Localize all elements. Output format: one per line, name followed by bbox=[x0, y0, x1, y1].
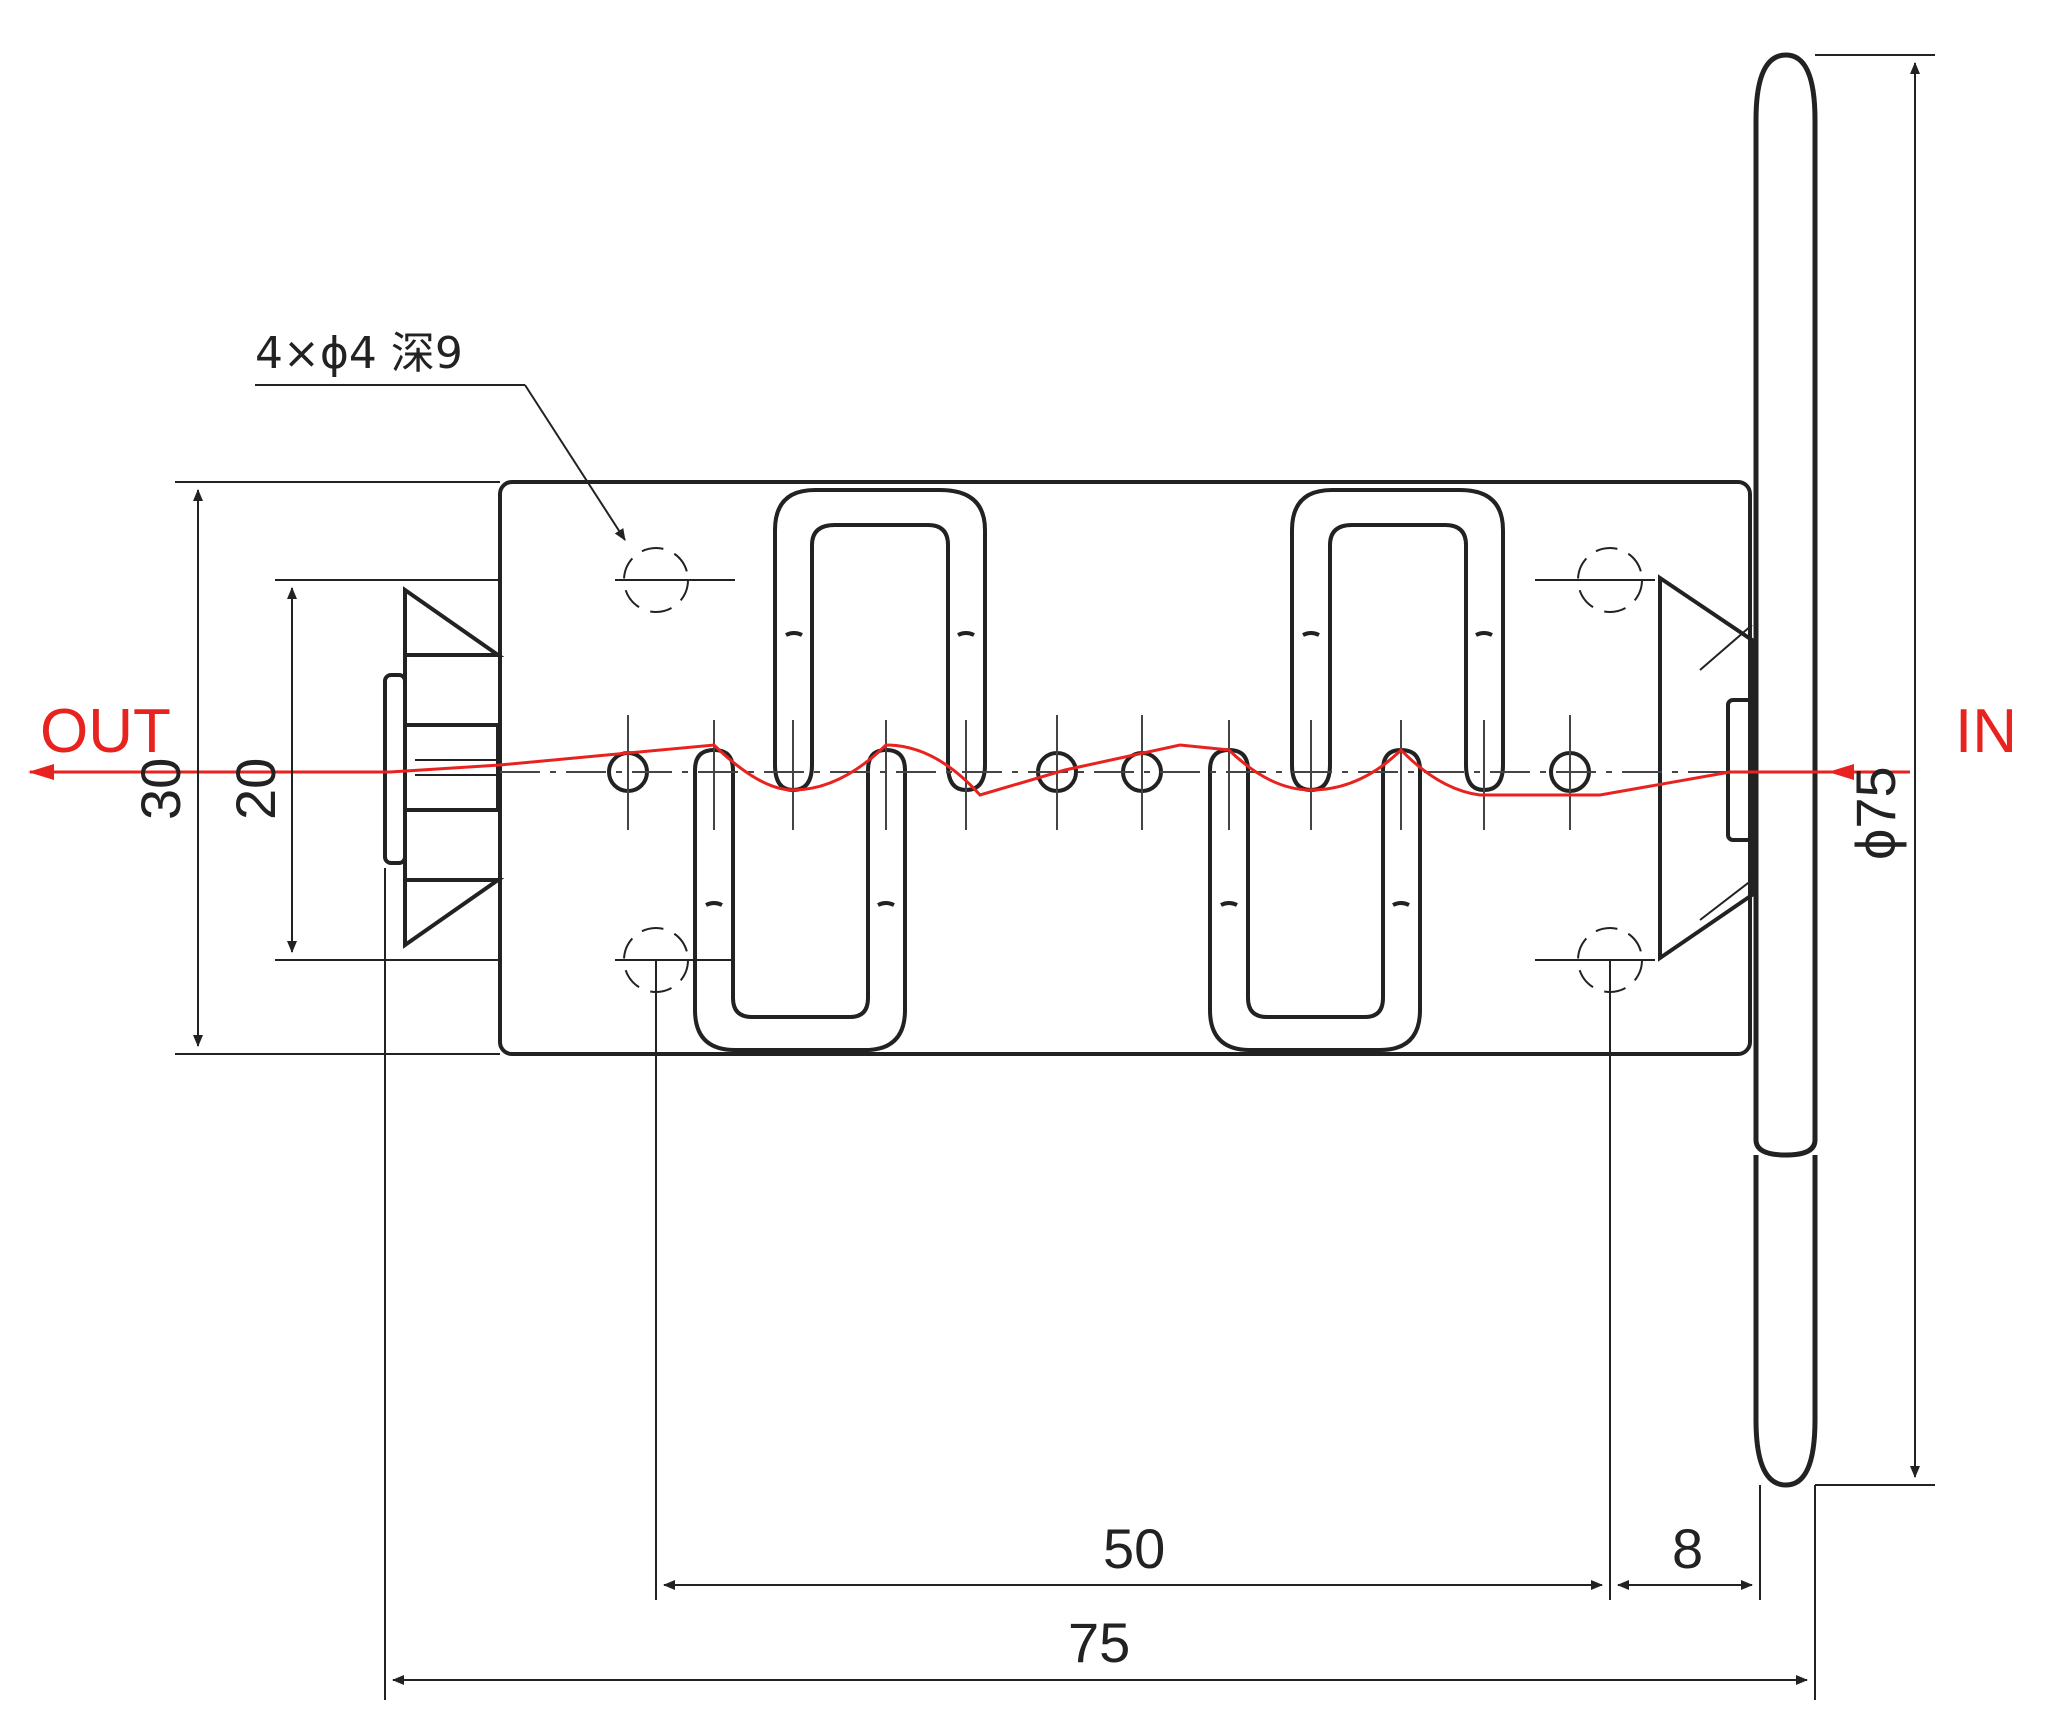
top-u-bends bbox=[773, 488, 1505, 765]
signal-path bbox=[28, 743, 1910, 797]
height-inner-dim: 20 bbox=[224, 758, 287, 820]
center-line bbox=[500, 715, 1750, 830]
hole-note-label: 4×ϕ4 深9 bbox=[255, 328, 463, 379]
in-label: IN bbox=[1955, 697, 2017, 766]
hole-note-leader bbox=[255, 384, 626, 541]
height-outer-dim: 30 bbox=[129, 758, 192, 820]
tube-tick-marks bbox=[705, 631, 1493, 907]
disc-diameter-dim: ϕ75 bbox=[1844, 766, 1907, 860]
hole-spacing-dim: 50 bbox=[1103, 1517, 1165, 1580]
dimension-lines bbox=[193, 62, 1920, 1685]
total-length-dim: 75 bbox=[1068, 1611, 1130, 1674]
extension-lines bbox=[175, 54, 1935, 1700]
flange-offset-dim: 8 bbox=[1672, 1517, 1703, 1580]
mounting-holes bbox=[615, 547, 1655, 993]
left-cone-fitting bbox=[383, 586, 505, 949]
out-label: OUT bbox=[40, 697, 171, 766]
right-cone-fitting bbox=[1658, 574, 1754, 962]
bottom-u-bends bbox=[693, 770, 1422, 1052]
right-disc bbox=[1753, 52, 1818, 1488]
